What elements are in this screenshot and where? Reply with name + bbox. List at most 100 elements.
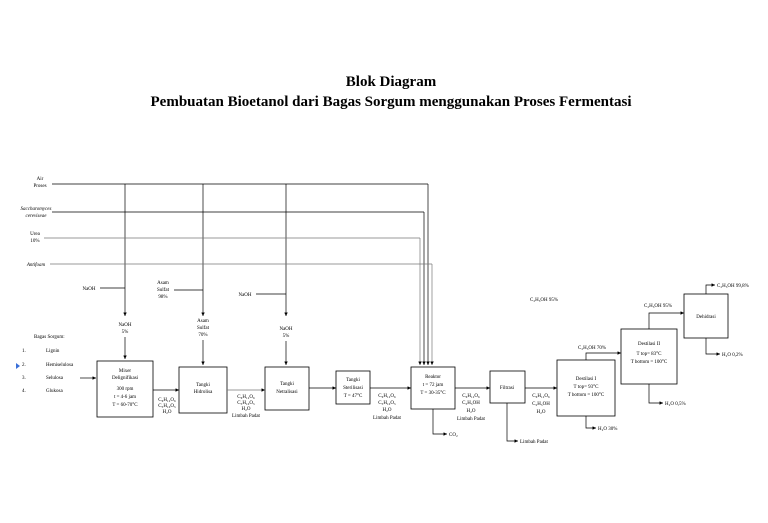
- dehidrasi-box: [683, 293, 729, 339]
- sterilisasi-text: Sterilisasi: [343, 386, 363, 391]
- dehid-bottom-line: [705, 338, 720, 356]
- input-air-label: Air: [37, 177, 44, 182]
- input-urea-label-2: 10%: [30, 239, 39, 244]
- dest1-bottom-line: [585, 416, 596, 430]
- stream-3-text: H₂O: [383, 408, 392, 413]
- stream-2-text: C₆H₁₂O₆: [237, 395, 255, 400]
- naoh-5pct-label: NaOH: [118, 323, 131, 328]
- dest2-top-line: [648, 311, 684, 329]
- ethanol-95-label: C₂H₅OH 95%: [644, 304, 672, 309]
- dest1-top-line: [585, 351, 621, 360]
- asam-feed-label-3: 98%: [158, 295, 167, 300]
- stream-3-text: Limbah Padat: [373, 416, 402, 421]
- destilasi1-text: T top= 93°C: [573, 385, 599, 390]
- asam-70pct-label-2: Sulfat: [197, 326, 210, 331]
- stream-4-text: C₆H₁₂O₆: [462, 394, 480, 399]
- filtrasi-text: Filtrasi: [500, 386, 515, 391]
- stream-5-text: C₆H₁₂O₆: [532, 394, 550, 399]
- naoh-netral-label-2: 5%: [283, 334, 290, 339]
- asam-70pct-label-3: 70%: [198, 333, 207, 338]
- stream-4-text: H₂O: [467, 409, 476, 414]
- dehid-top-line: [705, 283, 715, 294]
- sterilisasi-text: Tangki: [346, 378, 360, 383]
- naoh-5pct-label-2: 5%: [122, 330, 129, 335]
- netralisasi-text: Netralisasi: [276, 390, 298, 395]
- bagas-item-num: 2.: [22, 363, 26, 368]
- bagas-item-label: Selulosa: [46, 376, 64, 381]
- netralisasi-text: Tangki: [280, 382, 294, 387]
- diagram-title: Blok Diagram: [346, 74, 437, 90]
- asam-70pct-label: Asam: [197, 319, 209, 324]
- destilasi2-text: Destilasi II: [638, 342, 660, 347]
- input-urea-label: Urea: [30, 232, 40, 237]
- stream-2-text: H₂O: [242, 407, 251, 412]
- bagas-item-label: Hemiselulosa: [46, 363, 74, 368]
- bagas-item-num: 3.: [22, 376, 26, 381]
- bagas-item-label: Glukosa: [46, 389, 63, 394]
- naoh-feed-label: NaOH: [82, 287, 95, 292]
- input-air-label-2: Proses: [33, 184, 46, 189]
- ethanol-95-floating-label: C₂H₅OH 95%: [530, 298, 558, 303]
- sterilisasi-box: [335, 370, 371, 405]
- stream-4-text: Limbah Padat: [457, 417, 486, 422]
- dest2-bottom-line: [648, 384, 663, 405]
- sterilisasi-text: T = 47°C: [344, 394, 363, 399]
- bagas-item-num: 4.: [22, 389, 26, 394]
- ethanol-70-label: C₂H₅OH 70%: [578, 346, 606, 351]
- reaktor-text: Reaktor: [425, 375, 441, 380]
- naoh-feed2-label: NaOH: [238, 293, 251, 298]
- bagas-heading: Bagas Sorgum:: [34, 335, 65, 340]
- stream-2-text: C₅H₁₀O₅: [237, 401, 255, 406]
- stream-5-text: H₂O: [537, 410, 546, 415]
- mixer-text: t = 4-6 jam: [114, 395, 136, 400]
- stream-4-text: C₂H₅OH: [462, 401, 480, 406]
- destilasi1-text: Destilasi I: [576, 377, 597, 382]
- destilasi1-box: [556, 359, 616, 417]
- dehidrasi-text: Dehidrasi: [696, 315, 716, 320]
- naoh-netral-label: NaOH: [279, 327, 292, 332]
- diagram-subtitle: Pembuatan Bioetanol dari Bagas Sorgum me…: [151, 94, 632, 110]
- mixer-box: [96, 360, 154, 418]
- ethanol-998-label: C₂H₅OH 99,8%: [717, 284, 749, 289]
- pointer-icon: [16, 363, 20, 369]
- limbah-label: Limbah Padat: [520, 440, 549, 445]
- stream-3-text: C₆H₁₂O₆: [378, 394, 396, 399]
- bagas-item-label: Lignin: [46, 349, 60, 354]
- reaktor-text: T = 30-35°C: [420, 391, 446, 396]
- destilasi2-text: T bottom = 100°C: [631, 360, 668, 365]
- mixer-text: Delignifikasi: [112, 376, 139, 381]
- stream-3-text: C₅H₁₀O₅: [378, 401, 396, 406]
- bagas-item-num: 1.: [22, 349, 26, 354]
- mixer-text: 300 rpm: [117, 387, 134, 392]
- stream-1-text: H₂O: [163, 410, 172, 415]
- destilasi2-box: [620, 328, 678, 385]
- mixer-text: T = 60-70°C: [112, 403, 138, 408]
- reaktor-text: t = 72 jam: [423, 383, 444, 388]
- input-antifoam-label: Antifoam: [26, 263, 46, 268]
- destilasi2-text: T top= 83°C: [636, 352, 662, 357]
- hidrolisa-text: Hidrolisa: [194, 390, 213, 395]
- filtrasi-box: [489, 370, 526, 404]
- input-yeast-label: Saccharomyces: [21, 207, 52, 212]
- water-05-label: H₂O 0,5%: [665, 402, 686, 407]
- stream-2-text: Limbah Padat: [232, 414, 261, 419]
- hidrolisa-box: [178, 366, 228, 414]
- mixer-text: Mixer: [119, 369, 132, 374]
- water-30-label: H₂O 30%: [598, 427, 617, 432]
- water-02-label: H₂O 0,2%: [722, 353, 743, 358]
- stream-1-text: C₆H₁₂O₆: [158, 398, 176, 403]
- destilasi1-text: T bottom = 100°C: [568, 393, 605, 398]
- asam-feed-label-2: Sulfat: [157, 288, 170, 293]
- co2-outlet-line: [432, 409, 447, 436]
- input-yeast-label-2: cereviseae: [26, 214, 48, 219]
- co2-label: CO₂: [449, 433, 458, 438]
- stream-1-text: C₅H₁₀O₅: [158, 404, 176, 409]
- stream-5-text: C₂H₅OH: [532, 402, 550, 407]
- netralisasi-box: [264, 366, 310, 411]
- asam-feed-label: Asam: [157, 281, 169, 286]
- limbah-outlet-line: [506, 403, 518, 443]
- hidrolisa-text: Tangki: [196, 383, 210, 388]
- reaktor-box: [410, 366, 456, 410]
